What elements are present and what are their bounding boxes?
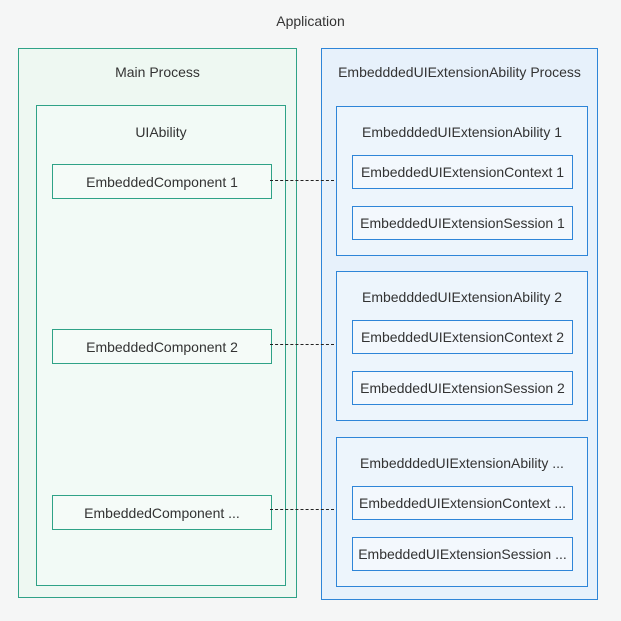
uiability-box: UIAbility EmbeddedComponent 1 EmbeddedCo… <box>36 105 286 586</box>
extension-session-1-label: EmbeddedUIExtensionSession 1 <box>360 215 565 231</box>
embedded-component-2-box: EmbeddedComponent 2 <box>52 329 272 364</box>
extension-process-box: EmbedddedUIExtensionAbility Process Embe… <box>321 48 598 600</box>
main-process-label: Main Process <box>115 64 200 80</box>
embedded-component-more-box: EmbeddedComponent ... <box>52 495 272 530</box>
uiability-label: UIAbility <box>135 124 187 140</box>
extension-ability-1-box: EmbedddedUIExtensionAbility 1 EmbeddedUI… <box>336 106 588 256</box>
connector-componentmore-abilitymore <box>270 509 334 510</box>
extension-context-more-label: EmbeddedUIExtensionContext ... <box>358 495 566 511</box>
connector-component2-ability2 <box>270 344 334 345</box>
extension-session-more-label: EmbeddedUIExtensionSession ... <box>358 546 567 562</box>
extension-ability-2-box: EmbedddedUIExtensionAbility 2 EmbeddedUI… <box>336 271 588 421</box>
extension-context-2-box: EmbeddedUIExtensionContext 2 <box>352 320 573 354</box>
extension-ability-1-label: EmbedddedUIExtensionAbility 1 <box>361 124 562 140</box>
extension-process-label: EmbedddedUIExtensionAbility Process <box>338 64 581 80</box>
extension-ability-2-label: EmbedddedUIExtensionAbility 2 <box>361 289 562 305</box>
embedded-component-1-box: EmbeddedComponent 1 <box>52 164 272 199</box>
extension-ability-more-label: EmbedddedUIExtensionAbility ... <box>360 455 564 471</box>
connector-component1-ability1 <box>270 180 334 181</box>
extension-context-1-box: EmbeddedUIExtensionContext 1 <box>352 155 573 189</box>
extension-ability-more-box: EmbedddedUIExtensionAbility ... Embedded… <box>336 437 588 587</box>
extension-context-more-box: EmbeddedUIExtensionContext ... <box>352 486 573 520</box>
embedded-component-more-label: EmbeddedComponent ... <box>84 504 240 521</box>
extension-context-1-label: EmbeddedUIExtensionContext 1 <box>360 164 565 180</box>
embedded-component-1-label: EmbeddedComponent 1 <box>86 173 238 190</box>
extension-session-2-label: EmbeddedUIExtensionSession 2 <box>360 380 565 396</box>
extension-session-2-box: EmbeddedUIExtensionSession 2 <box>352 371 573 405</box>
extension-session-more-box: EmbeddedUIExtensionSession ... <box>352 537 573 571</box>
extension-context-2-label: EmbeddedUIExtensionContext 2 <box>360 329 565 345</box>
diagram-title: Application <box>276 13 345 29</box>
main-process-box: Main Process UIAbility EmbeddedComponent… <box>18 48 297 598</box>
embedded-component-2-label: EmbeddedComponent 2 <box>86 338 238 355</box>
extension-session-1-box: EmbeddedUIExtensionSession 1 <box>352 206 573 240</box>
